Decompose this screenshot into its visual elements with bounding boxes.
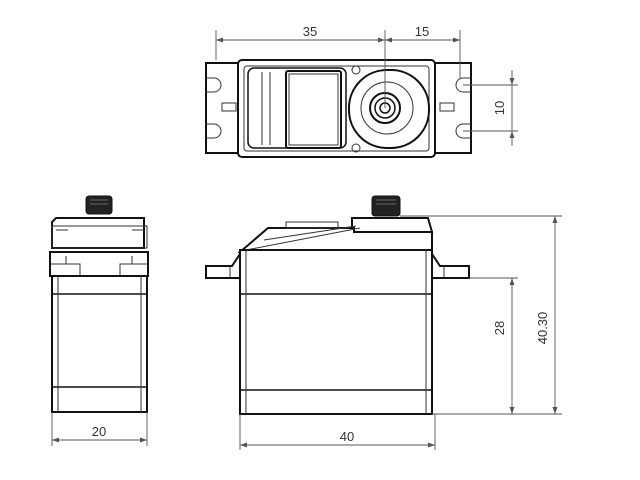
side-spline-teeth [90,199,108,205]
top-gear-hub [360,81,414,135]
dim-label-28: 28 [492,321,507,335]
top-right-tab [439,102,455,112]
dim-label-4030: 40.30 [535,312,550,345]
top-label-window-inner [288,73,339,146]
side-top-cap-lip [51,225,148,249]
top-right-slot-upper [455,77,471,93]
side-ear-details [50,256,148,276]
front-view: 40 28 40.30 [205,195,562,450]
front-top-plate [285,221,339,229]
top-left-tab [221,102,237,112]
dim-label-20: 20 [92,424,106,439]
front-left-ear [205,250,241,279]
front-slope-line [245,227,361,251]
front-spline-teeth [376,199,396,205]
top-view: 35 15 10 [205,24,518,158]
top-cover-step [261,72,271,145]
side-top-cap [51,217,145,249]
front-right-ear [431,250,470,279]
dim-label-40: 40 [340,429,354,444]
front-slope-line-2 [263,225,357,241]
front-top-slope [237,227,433,253]
dim-label-35: 35 [303,24,317,39]
top-right-slot-lower [455,123,471,139]
side-view: 20 [49,195,149,446]
front-gear-cap [351,217,434,233]
side-body [51,275,148,413]
dim-label-10: 10 [492,101,507,115]
top-screw-lower [351,143,361,153]
front-body [239,249,433,415]
top-left-slot-upper [206,77,222,93]
top-label-window [285,70,342,149]
top-screw-upper [351,65,361,75]
top-left-slot-lower [206,123,222,139]
dim-label-15: 15 [415,24,429,39]
side-output-spline [85,195,113,215]
front-output-spline [371,195,401,217]
